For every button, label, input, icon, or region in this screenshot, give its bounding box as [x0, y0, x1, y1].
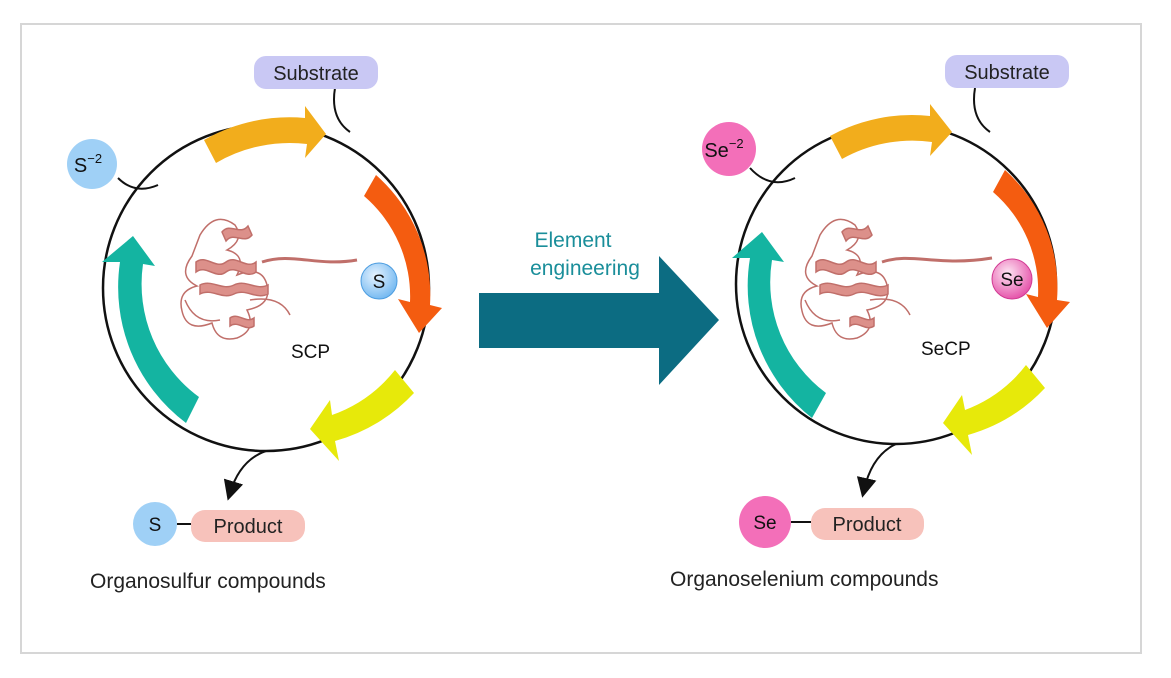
right-ion-label: Se−2 [704, 136, 743, 162]
right-product-arrow [856, 443, 897, 498]
right-cycle: Se SeCP Substrate Se−2 Se Product Organo… [670, 55, 1070, 591]
left-protein-sulfur-atom [360, 262, 398, 300]
left-arrow-orange-red [364, 175, 442, 333]
transition-line1: Element [534, 229, 611, 252]
right-ion-bubble [702, 122, 756, 176]
left-ion-connector [117, 177, 159, 190]
left-ion-bubble [67, 139, 117, 189]
right-protein-selenium-label: Se [1000, 270, 1023, 291]
right-arrow-teal [732, 232, 826, 418]
left-protein-structure [180, 218, 358, 340]
right-product-pill [811, 508, 924, 540]
right-product-element-bubble [739, 496, 791, 548]
right-arrow-orange-red [993, 170, 1070, 328]
left-arrow-teal [102, 236, 199, 423]
left-compound-class: Organosulfur compounds [90, 570, 326, 593]
left-product-element-bubble [133, 502, 177, 546]
left-substrate-label: Substrate [273, 63, 359, 85]
right-ion-connector [749, 167, 796, 184]
right-substrate-label: Substrate [964, 62, 1050, 84]
right-product-element-label: Se [753, 513, 776, 534]
left-substrate-pill [254, 56, 378, 89]
left-substrate-connector [333, 87, 351, 133]
left-product-label: Product [214, 516, 283, 538]
left-product-arrow [223, 450, 267, 501]
left-cycle: S SCP Substrate S−2 S Product Organosulf… [67, 56, 442, 593]
left-arrow-orange-yellow [204, 106, 326, 163]
right-arrow-orange-yellow [830, 104, 952, 159]
element-engineering-arrow [479, 256, 719, 385]
right-compound-class: Organoselenium compounds [670, 568, 939, 591]
left-product-element-label: S [149, 515, 162, 536]
left-arrow-yellow [310, 370, 414, 461]
right-substrate-connector [973, 87, 991, 133]
right-protein-label: SeCP [921, 339, 971, 360]
right-protein-selenium-atom [991, 258, 1033, 300]
right-product-label: Product [833, 514, 902, 536]
right-protein-structure [800, 218, 993, 340]
transition-line2: engineering [530, 257, 640, 280]
transition: Element engineering [479, 229, 719, 385]
left-ion-label: S−2 [74, 151, 102, 177]
left-protein-label: SCP [291, 342, 330, 363]
left-product-pill [191, 510, 305, 542]
right-substrate-pill [945, 55, 1069, 88]
right-arrow-yellow [943, 365, 1045, 455]
left-protein-sulfur-label: S [373, 272, 386, 293]
